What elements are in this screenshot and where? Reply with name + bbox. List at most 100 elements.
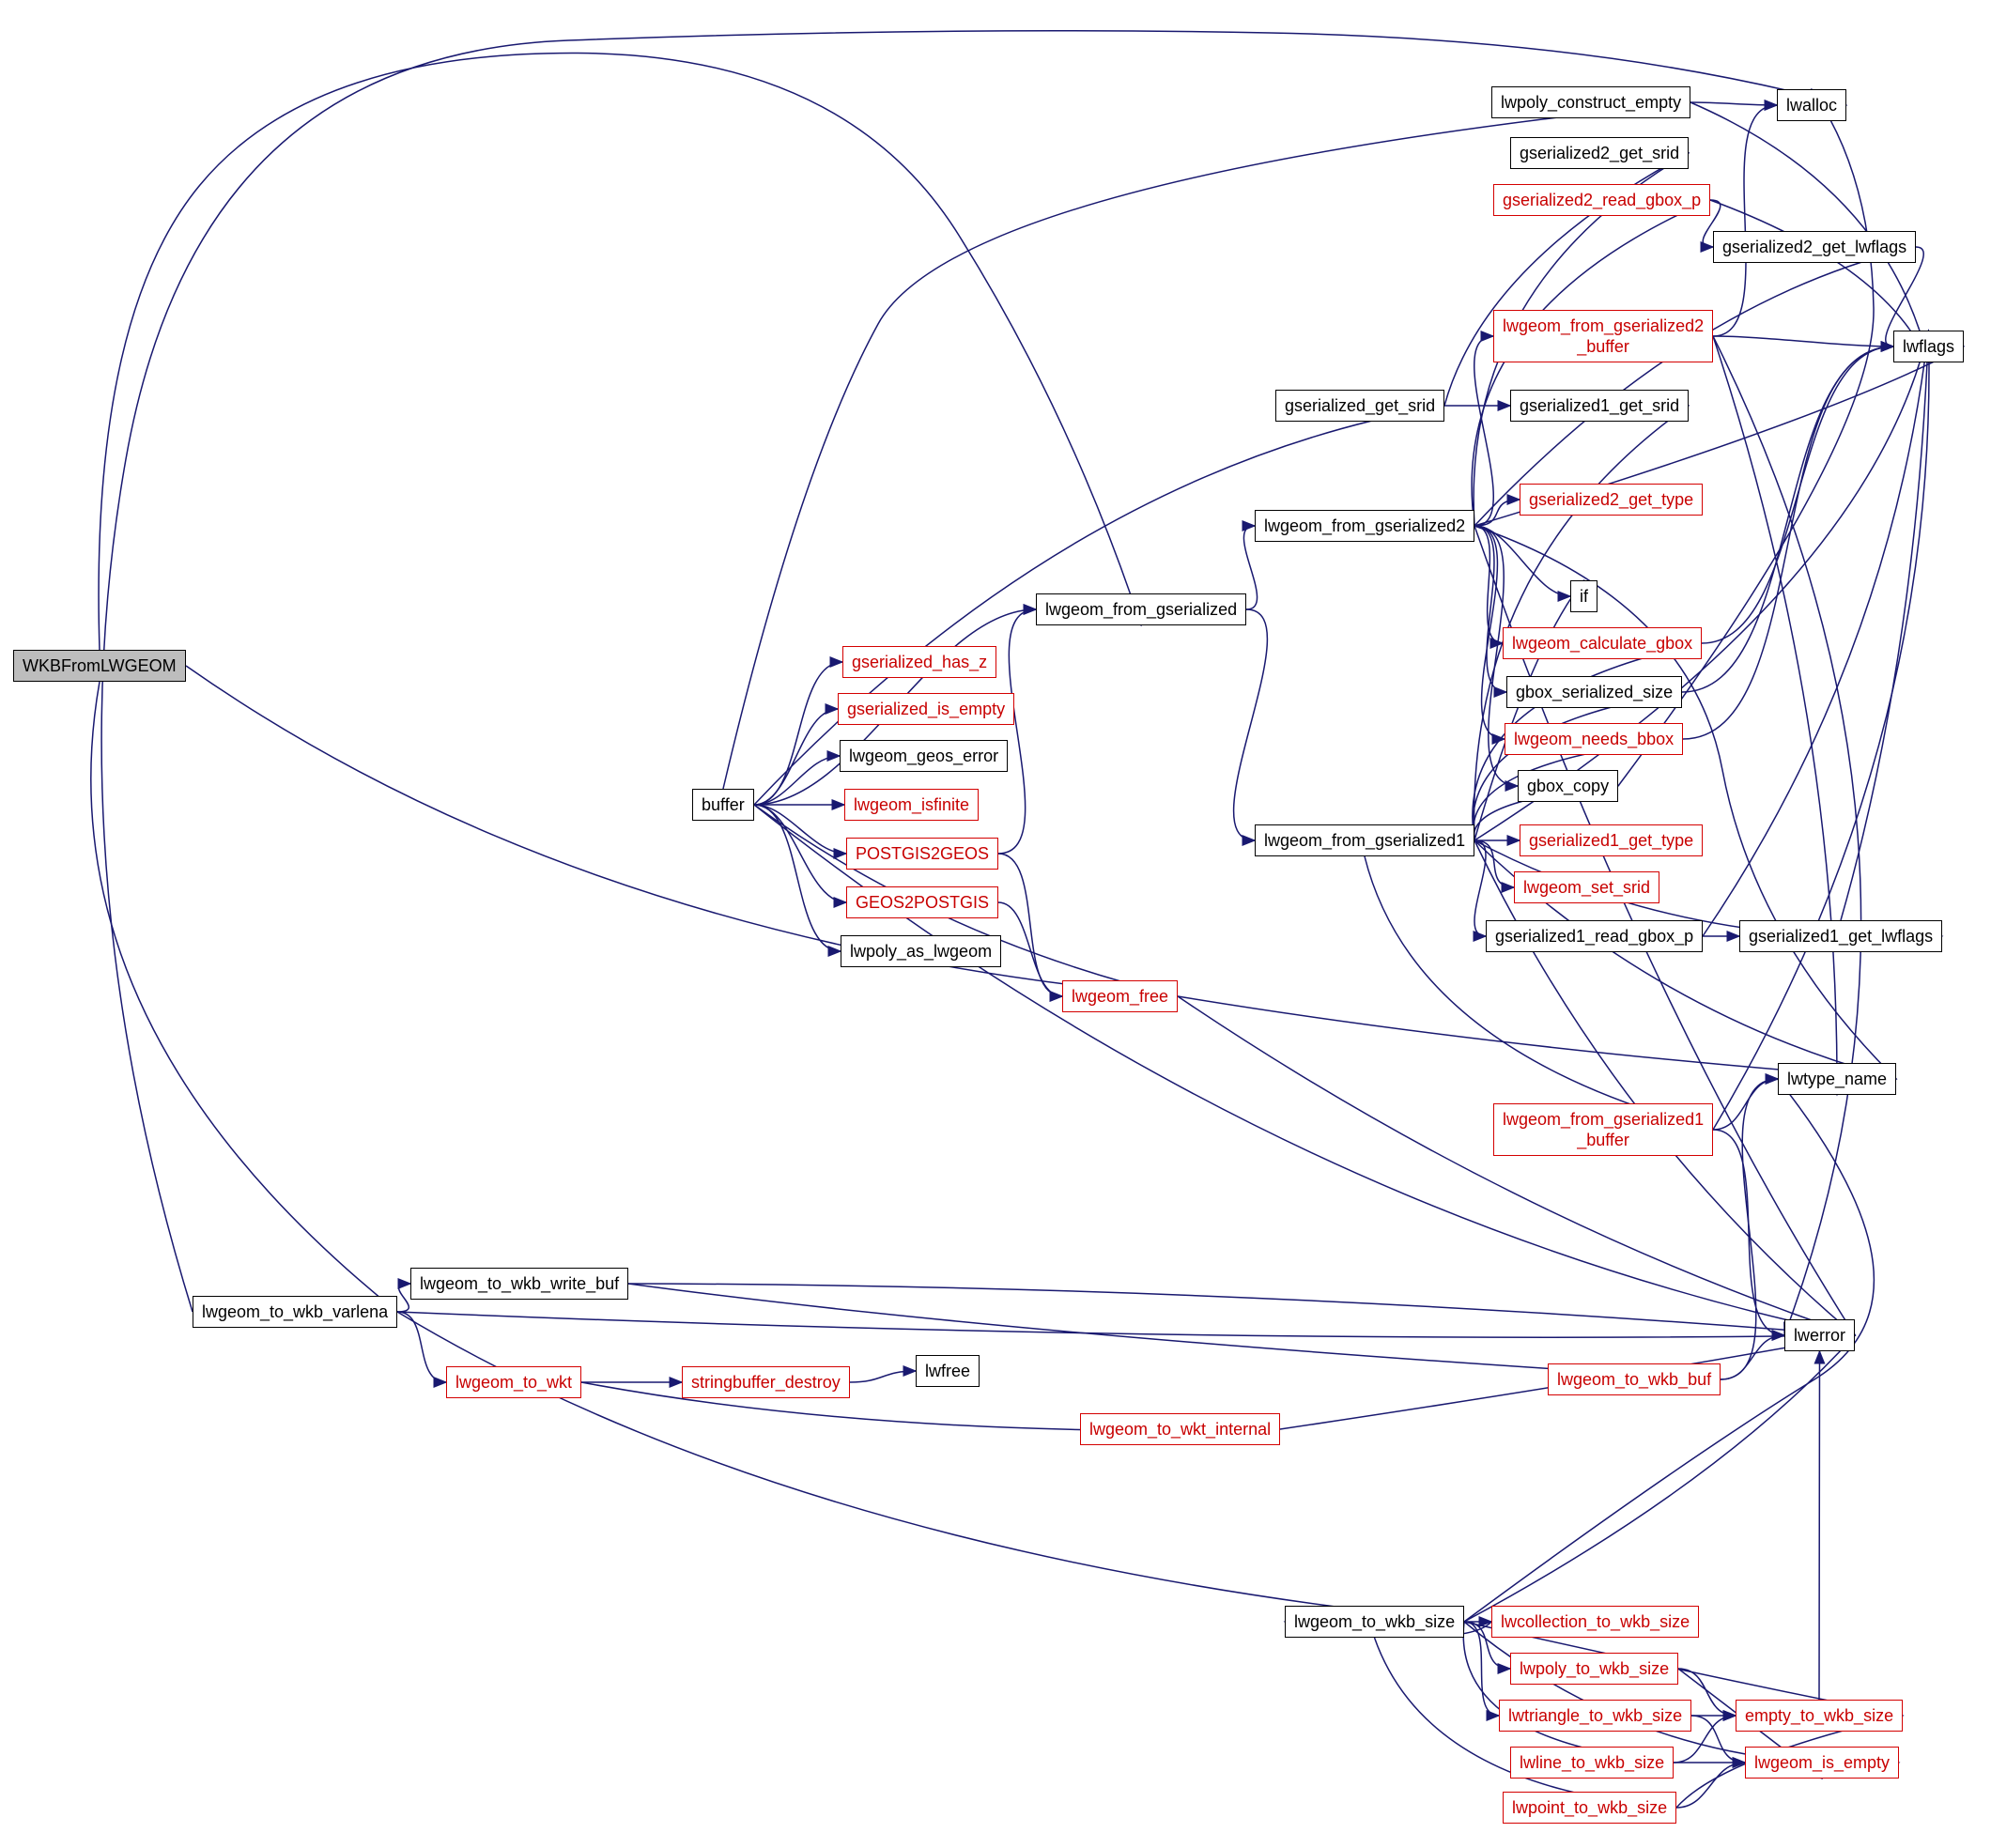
edge-WKBFromLWGEOM--lwgeom_to_wkb_varlena bbox=[90, 681, 399, 1313]
graph-node-lwfree[interactable]: lwfree bbox=[916, 1355, 980, 1387]
graph-node-gserialized_is_empty[interactable]: gserialized_is_empty bbox=[838, 693, 1015, 725]
graph-node-lwgeom_to_wkt[interactable]: lwgeom_to_wkt bbox=[446, 1366, 582, 1398]
graph-node-gserialized1_get_srid[interactable]: gserialized1_get_srid bbox=[1510, 390, 1690, 422]
graph-node-lwtype_name[interactable]: lwtype_name bbox=[1778, 1063, 1897, 1095]
edge-buffer--lwpoly_as_lwgeom bbox=[753, 804, 842, 957]
edge-POSTGIS2GEOS--lwgeom_free bbox=[997, 853, 1064, 1002]
edge-lwgeom_from_gserialized2--gserialized2_get_type bbox=[1474, 494, 1521, 527]
edge-lwgeom_from_gserialized2_buffer--lwalloc bbox=[1712, 100, 1779, 337]
graph-node-gserialized_get_srid[interactable]: gserialized_get_srid bbox=[1275, 390, 1445, 422]
edge-buffer--lwerror bbox=[753, 804, 1857, 1339]
edge-lwgeom_from_gserialized1--gserialized1_read_gbox_p bbox=[1473, 839, 1488, 942]
graph-node-gserialized1_get_lwflags[interactable]: gserialized1_get_lwflags bbox=[1739, 920, 1943, 952]
graph-node-POSTGIS2GEOS[interactable]: POSTGIS2GEOS bbox=[846, 838, 999, 870]
edge-lwgeom_to_wkb_buf--lwtype_name bbox=[1720, 1073, 1780, 1380]
graph-node-gserialized2_get_type[interactable]: gserialized2_get_type bbox=[1520, 484, 1704, 516]
edge-lwgeom_from_gserialized1_buffer--lwflags bbox=[1712, 329, 1935, 1131]
graph-node-lwerror[interactable]: lwerror bbox=[1784, 1319, 1856, 1351]
edge-lwgeom_from_gserialized2--lwgeom_from_gserialized2_buffer bbox=[1474, 331, 1495, 527]
graph-node-gbox_copy[interactable]: gbox_copy bbox=[1518, 770, 1619, 802]
edge-lwgeom_to_wkb_buf--lwerror bbox=[1720, 1330, 1786, 1380]
edge-lwgeom_from_gserialized--lwgeom_from_gserialized2 bbox=[1242, 520, 1258, 610]
graph-node-lwpoly_as_lwgeom[interactable]: lwpoly_as_lwgeom bbox=[841, 935, 1002, 967]
edge-gserialized2_read_gbox_p--gserialized2_get_lwflags bbox=[1700, 199, 1721, 253]
graph-node-gserialized1_get_type[interactable]: gserialized1_get_type bbox=[1520, 824, 1704, 856]
edge-buffer--POSTGIS2GEOS bbox=[753, 804, 848, 859]
edge-lwgeom_from_gserialized2--lwerror bbox=[1474, 525, 1856, 1337]
graph-node-lwgeom_geos_error[interactable]: lwgeom_geos_error bbox=[840, 740, 1009, 772]
edge-buffer--lwgeom_geos_error bbox=[753, 750, 841, 806]
graph-node-lwgeom_to_wkb_size[interactable]: lwgeom_to_wkb_size bbox=[1285, 1606, 1465, 1638]
graph-node-GEOS2POSTGIS[interactable]: GEOS2POSTGIS bbox=[846, 886, 999, 918]
edge-lwgeom_to_wkb_size--lwtriangle_to_wkb_size bbox=[1463, 1621, 1501, 1721]
graph-node-lwcollection_to_wkb_size[interactable]: lwcollection_to_wkb_size bbox=[1491, 1606, 1700, 1638]
edge-lwpoint_to_wkb_size--lwgeom_is_empty bbox=[1675, 1757, 1747, 1809]
edge-lwgeom_from_gserialized2_buffer--lwerror bbox=[1712, 335, 1862, 1337]
edge-lwline_to_wkb_size--empty_to_wkb_size bbox=[1673, 1710, 1737, 1763]
graph-node-lwgeom_to_wkb_buf[interactable]: lwgeom_to_wkb_buf bbox=[1548, 1363, 1721, 1395]
graph-node-lwgeom_to_wkb_write_buf[interactable]: lwgeom_to_wkb_write_buf bbox=[410, 1268, 629, 1300]
edge-lwgeom_needs_bbox--lwflags bbox=[1682, 341, 1895, 740]
edge-gbox_copy--lwalloc bbox=[1617, 87, 1875, 787]
edge-lwgeom_from_gserialized1--lwflags bbox=[1474, 329, 1932, 841]
edge-GEOS2POSTGIS--lwgeom_free bbox=[997, 901, 1064, 1002]
graph-node-lwgeom_isfinite[interactable]: lwgeom_isfinite bbox=[844, 789, 980, 821]
edge-stringbuffer_destroy--lwfree bbox=[849, 1365, 918, 1383]
graph-node-empty_to_wkb_size[interactable]: empty_to_wkb_size bbox=[1736, 1700, 1904, 1732]
edge-lwgeom_from_gserialized2_buffer--lwtype_name bbox=[1712, 335, 1844, 1097]
graph-node-gserialized2_get_srid[interactable]: gserialized2_get_srid bbox=[1510, 137, 1690, 169]
graph-node-gserialized2_get_lwflags[interactable]: gserialized2_get_lwflags bbox=[1713, 231, 1917, 263]
graph-node-lwtriangle_to_wkb_size[interactable]: lwtriangle_to_wkb_size bbox=[1499, 1700, 1692, 1732]
graph-node-gserialized1_read_gbox_p[interactable]: gserialized1_read_gbox_p bbox=[1486, 920, 1704, 952]
graph-node-gbox_serialized_size[interactable]: gbox_serialized_size bbox=[1506, 676, 1683, 708]
graph-node-lwpoly_to_wkb_size[interactable]: lwpoly_to_wkb_size bbox=[1510, 1653, 1679, 1685]
graph-node-lwgeom_calculate_gbox[interactable]: lwgeom_calculate_gbox bbox=[1503, 627, 1703, 659]
edge-buffer--lwpoly_construct_empty bbox=[722, 98, 1692, 790]
graph-node-gserialized2_read_gbox_p[interactable]: gserialized2_read_gbox_p bbox=[1493, 184, 1711, 216]
graph-node-lwflags[interactable]: lwflags bbox=[1893, 331, 1965, 362]
edge-lwgeom_from_gserialized--lwgeom_from_gserialized1 bbox=[1232, 608, 1269, 846]
edge-gbox_serialized_size--lwflags bbox=[1681, 341, 1895, 693]
edge-lwgeom_to_wkb_varlena--lwgeom_to_wkb_write_buf bbox=[396, 1278, 412, 1313]
graph-node-lwgeom_from_gserialized2_buffer[interactable]: lwgeom_from_gserialized2 _buffer bbox=[1493, 310, 1714, 362]
edge-gserialized1_read_gbox_p--lwflags bbox=[1702, 329, 1933, 937]
graph-node-lwgeom_needs_bbox[interactable]: lwgeom_needs_bbox bbox=[1505, 723, 1684, 755]
graph-node-lwpoly_construct_empty[interactable]: lwpoly_construct_empty bbox=[1491, 86, 1691, 118]
edge-lwgeom_to_wkb_varlena--lwalloc bbox=[100, 30, 1848, 1313]
graph-node-lwgeom_from_gserialized[interactable]: lwgeom_from_gserialized bbox=[1036, 593, 1247, 625]
graph-node-lwgeom_set_srid[interactable]: lwgeom_set_srid bbox=[1514, 871, 1660, 903]
edge-WKBFromLWGEOM--lwgeom_free bbox=[185, 665, 1180, 1001]
graph-node-lwgeom_to_wkb_varlena[interactable]: lwgeom_to_wkb_varlena bbox=[193, 1296, 398, 1328]
graph-node-if[interactable]: if bbox=[1570, 580, 1597, 612]
edge-lwgeom_from_gserialized2--lwgeom_needs_bbox bbox=[1474, 525, 1506, 745]
graph-node-WKBFromLWGEOM[interactable]: WKBFromLWGEOM bbox=[13, 650, 186, 682]
edge-lwgeom_to_wkb_size--lwgeom_is_empty bbox=[1463, 1621, 1901, 1769]
graph-node-gserialized_has_z[interactable]: gserialized_has_z bbox=[842, 646, 997, 678]
edge-buffer--gserialized_is_empty bbox=[753, 703, 840, 806]
edge-buffer--lwgeom_free bbox=[753, 804, 1180, 999]
graph-node-lwgeom_is_empty[interactable]: lwgeom_is_empty bbox=[1745, 1747, 1900, 1779]
edge-lwgeom_to_wkb_write_buf--lwgeom_to_wkb_buf bbox=[627, 1283, 1722, 1385]
edge-lwgeom_to_wkb_write_buf--lwerror bbox=[627, 1283, 1857, 1340]
edge-lwgeom_to_wkb_varlena--lwgeom_to_wkt bbox=[396, 1311, 448, 1388]
edge-lwgeom_from_gserialized2--gserialized2_read_gbox_p bbox=[1471, 199, 1712, 527]
edge-POSTGIS2GEOS--lwgeom_from_gserialized bbox=[997, 604, 1038, 855]
edge-lwpoly_construct_empty--lwflags bbox=[1690, 101, 1932, 364]
graph-node-buffer[interactable]: buffer bbox=[692, 789, 754, 821]
graph-node-lwgeom_from_gserialized2[interactable]: lwgeom_from_gserialized2 bbox=[1255, 510, 1475, 542]
edge-lwgeom_from_gserialized1_buffer--lwerror bbox=[1712, 1129, 1786, 1341]
edge-lwgeom_from_gserialized1--lwgeom_set_srid bbox=[1474, 839, 1516, 893]
graph-node-lwline_to_wkb_size[interactable]: lwline_to_wkb_size bbox=[1510, 1747, 1675, 1779]
graph-node-lwgeom_from_gserialized1[interactable]: lwgeom_from_gserialized1 bbox=[1255, 824, 1475, 856]
edge-lwgeom_to_wkb_size--lwtype_name bbox=[1463, 1077, 1875, 1623]
edge-lwgeom_from_gserialized2--lwgeom_calculate_gbox bbox=[1474, 525, 1505, 649]
graph-node-lwgeom_from_gserialized1_buffer[interactable]: lwgeom_from_gserialized1 _buffer bbox=[1493, 1103, 1714, 1156]
edge-gserialized_get_srid--gserialized2_get_srid bbox=[1443, 152, 1690, 407]
edge-empty_to_wkb_size--lwerror bbox=[1814, 1349, 1826, 1701]
edge-WKBFromLWGEOM--lwgeom_from_gserialized bbox=[98, 52, 1143, 651]
graph-node-stringbuffer_destroy[interactable]: stringbuffer_destroy bbox=[682, 1366, 850, 1398]
graph-node-lwpoint_to_wkb_size[interactable]: lwpoint_to_wkb_size bbox=[1503, 1792, 1677, 1824]
graph-node-lwalloc[interactable]: lwalloc bbox=[1777, 89, 1847, 121]
graph-node-lwgeom_free[interactable]: lwgeom_free bbox=[1062, 980, 1179, 1012]
graph-node-lwgeom_to_wkt_internal[interactable]: lwgeom_to_wkt_internal bbox=[1080, 1413, 1281, 1445]
